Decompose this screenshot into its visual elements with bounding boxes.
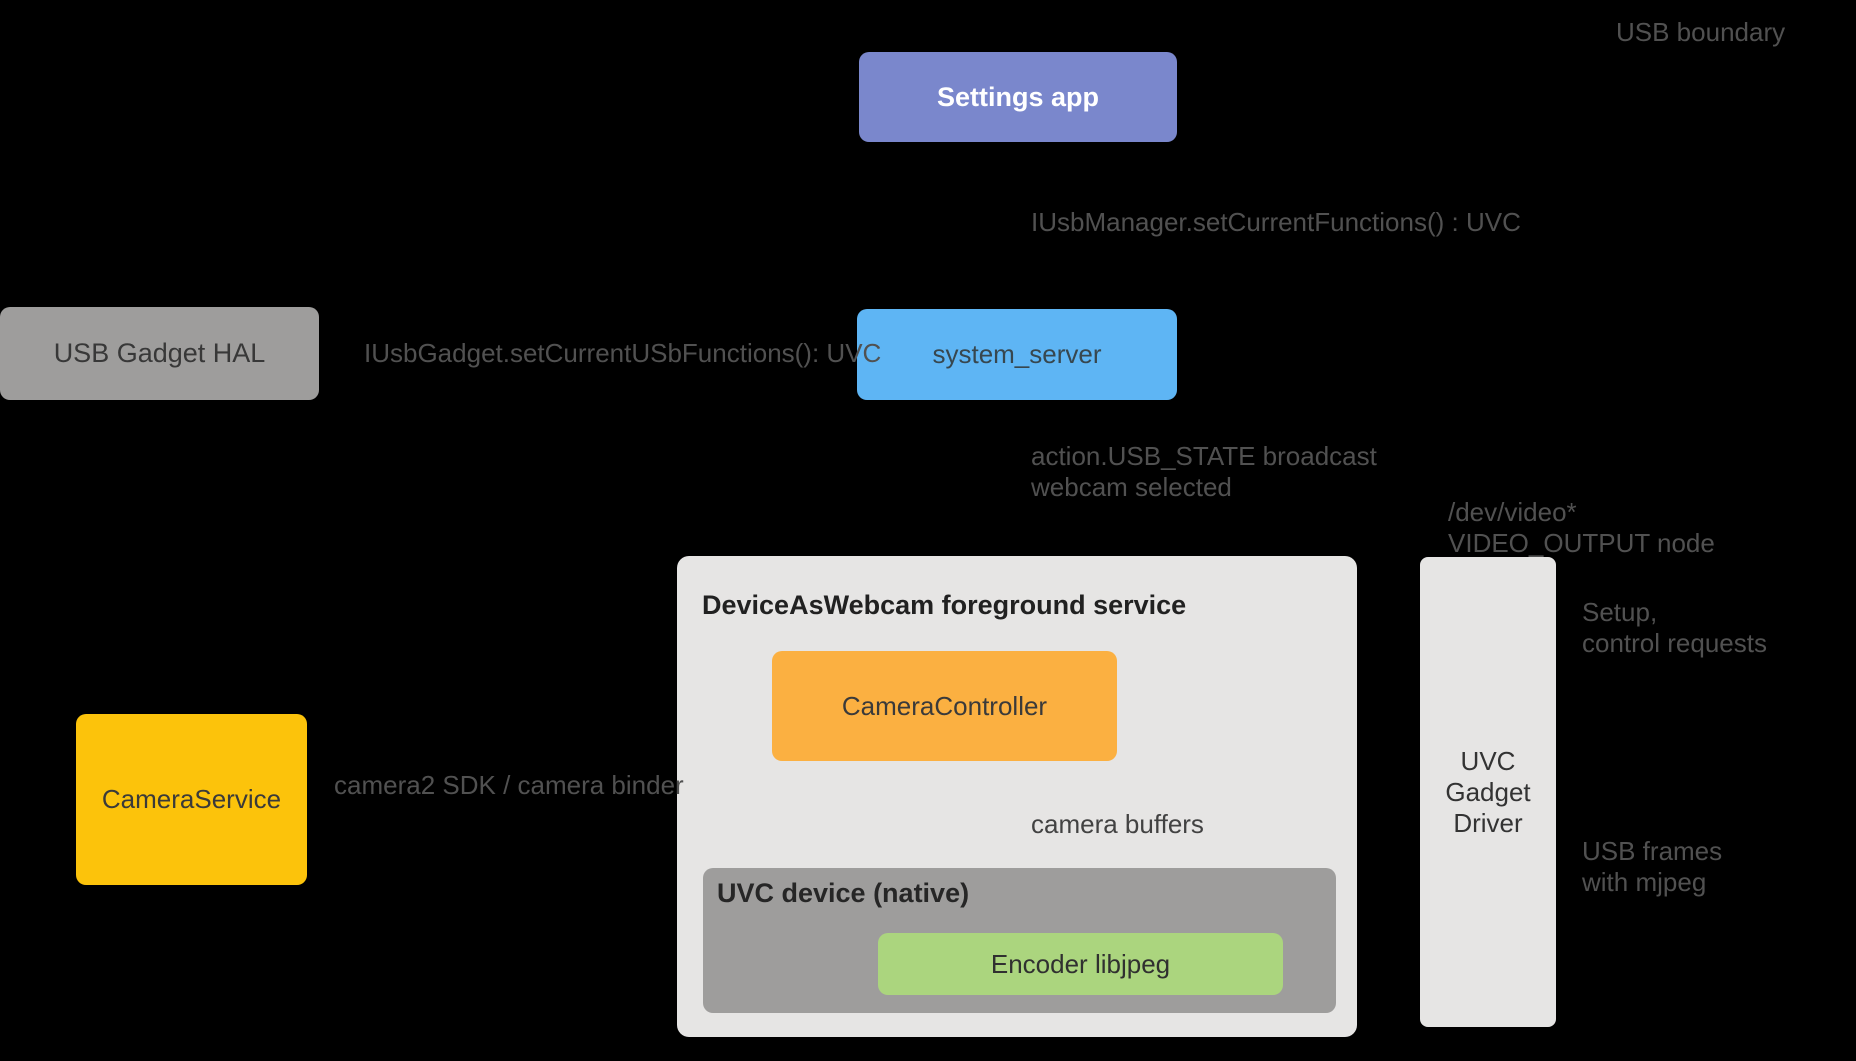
setup-line1: Setup, <box>1582 597 1658 627</box>
settings-app-node: Settings app <box>859 52 1177 142</box>
uvc-gadget-driver-line3: Driver <box>1453 807 1523 838</box>
system-server-node: system_server <box>857 309 1177 400</box>
setup-line2: control requests <box>1582 628 1767 658</box>
setup-control-requests-label: Setup, control requests <box>1582 597 1767 659</box>
usb-boundary-label: USB boundary <box>1616 17 1786 47</box>
camera-service-label: CameraService <box>101 784 282 814</box>
encoder-libjpeg-node: Encoder libjpeg <box>878 933 1283 995</box>
dev-video-line2: VIDEO_OUTPUT node <box>1448 528 1715 558</box>
settings-app-label: Settings app <box>936 81 1099 112</box>
dev-video-line1: /dev/video* <box>1448 497 1577 527</box>
camera2-sdk-label: camera2 SDK / camera binder <box>334 770 684 800</box>
arrow-settings-to-system-server <box>1004 140 1030 307</box>
camera-controller-label: CameraController <box>841 690 1048 721</box>
uvc-gadget-driver-line2: Gadget <box>1445 776 1531 807</box>
usb-frames-line2: with mjpeg <box>1582 867 1707 897</box>
camera-controller-node: CameraController <box>772 651 1117 761</box>
arrow-system-server-to-service <box>1004 396 1030 556</box>
dev-video-node-label: /dev/video* VIDEO_OUTPUT node <box>1448 497 1715 559</box>
system-server-label: system_server <box>932 339 1102 369</box>
usb-state-broadcast-line1: action.USB_STATE broadcast <box>1031 441 1377 471</box>
encoder-libjpeg-label: Encoder libjpeg <box>990 948 1171 979</box>
usb-gadget-hal-label: USB Gadget HAL <box>53 338 266 368</box>
camera-service-node: CameraService <box>76 714 307 885</box>
usb-frames-line1: USB frames <box>1582 836 1723 866</box>
usb-state-broadcast-line2: webcam selected <box>1031 472 1232 502</box>
iusbgadget-call-label: IUsbGadget.setCurrentUSbFunctions(): UVC <box>364 338 882 368</box>
usb-gadget-hal-node: USB Gadget HAL <box>0 307 319 400</box>
camera-buffers-label: camera buffers <box>1031 809 1204 839</box>
iusbmanager-call-label: IUsbManager.setCurrentFunctions() : UVC <box>1031 207 1521 237</box>
usb-state-broadcast-label: action.USB_STATE broadcast webcam select… <box>1031 441 1377 503</box>
usb-frames-label: USB frames with mjpeg <box>1582 836 1722 898</box>
uvc-gadget-driver-line1: UVC <box>1460 745 1516 776</box>
uvc-gadget-driver-node: UVC Gadget Driver <box>1420 557 1556 1027</box>
foreground-service-title: DeviceAsWebcam foreground service <box>702 590 1187 620</box>
uvc-device-native-title: UVC device (native) <box>717 878 970 908</box>
